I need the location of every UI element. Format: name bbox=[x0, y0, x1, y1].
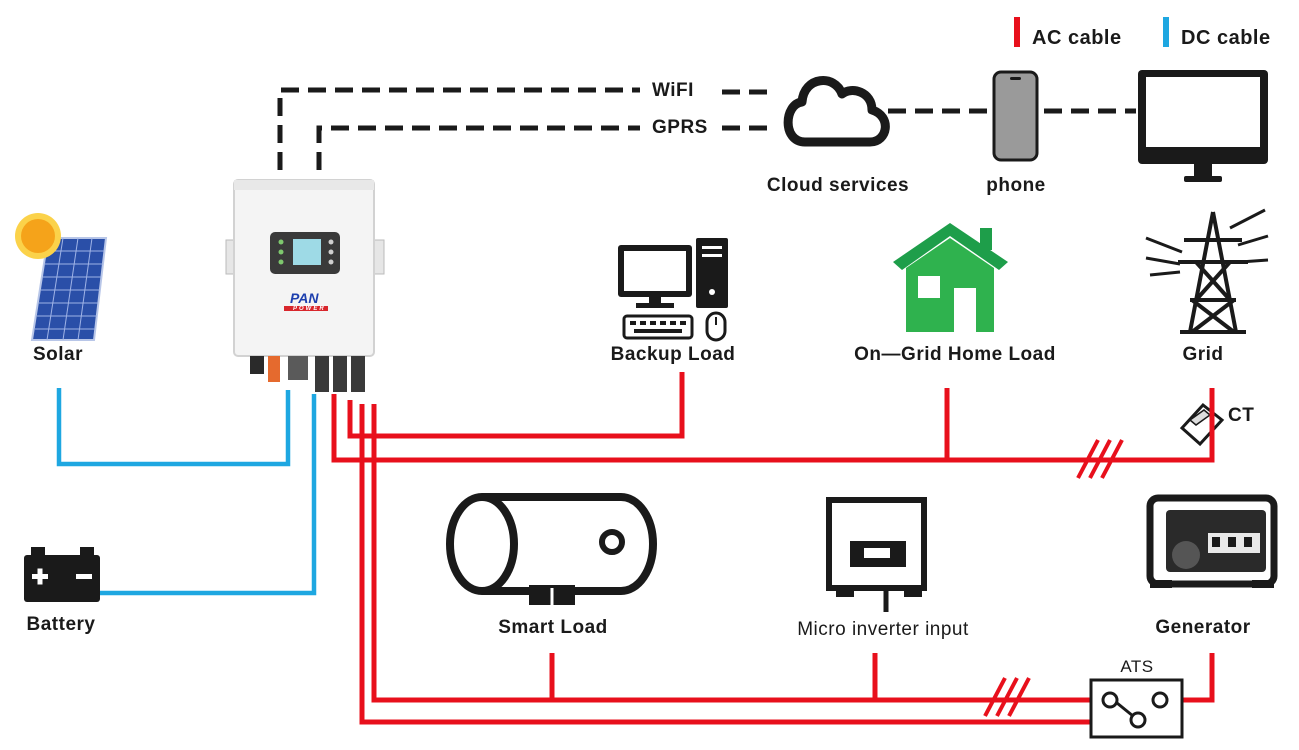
sun-icon bbox=[15, 213, 61, 259]
ct-label: CT bbox=[1228, 405, 1255, 426]
inverter-brand: PAN bbox=[290, 290, 319, 306]
ac-phase-markers bbox=[983, 439, 1124, 717]
grid-label: Grid bbox=[1182, 344, 1224, 365]
ac-cables bbox=[331, 372, 1215, 725]
inverter-unit bbox=[225, 179, 385, 392]
dc-cables bbox=[56, 388, 317, 596]
ats-switch bbox=[1089, 678, 1184, 739]
legend-dc-label: DC cable bbox=[1181, 27, 1271, 49]
wifi-label: WiFI bbox=[652, 80, 694, 101]
water-heater-icon bbox=[446, 493, 657, 605]
ac-legend-swatch bbox=[1014, 17, 1020, 47]
phone-icon bbox=[992, 70, 1039, 162]
generator-icon bbox=[1146, 494, 1278, 588]
dc-legend-swatch bbox=[1163, 17, 1169, 47]
house-icon bbox=[893, 223, 1008, 332]
battery-label: Battery bbox=[26, 614, 96, 635]
cloud-icon bbox=[783, 76, 890, 147]
power-lines-icon bbox=[1145, 208, 1269, 277]
home-load-label: On—Grid Home Load bbox=[854, 344, 1056, 365]
ct-sensor-icon bbox=[1179, 402, 1225, 447]
desktop-computer-icon bbox=[618, 238, 728, 342]
smart-load-label: Smart Load bbox=[498, 617, 608, 638]
gprs-label: GPRS bbox=[652, 117, 708, 138]
backup-load-label: Backup Load bbox=[610, 344, 736, 365]
inverter-sub-brand: POWER bbox=[293, 306, 326, 312]
ats-label: ATS bbox=[1120, 657, 1154, 676]
solar-panel-icon bbox=[30, 237, 108, 341]
power-pylon-icon bbox=[1178, 211, 1248, 334]
comm-lines bbox=[277, 87, 1136, 170]
monitor-icon bbox=[1138, 70, 1268, 182]
phone-label: phone bbox=[986, 175, 1046, 196]
cloud-services-label: Cloud services bbox=[766, 175, 910, 196]
micro-inverter-label: Micro inverter input bbox=[797, 619, 969, 640]
micro-inverter-icon bbox=[826, 497, 927, 612]
battery-icon bbox=[24, 547, 100, 602]
solar-label: Solar bbox=[32, 344, 84, 365]
generator-label: Generator bbox=[1155, 617, 1251, 638]
legend-ac-label: AC cable bbox=[1032, 27, 1122, 49]
